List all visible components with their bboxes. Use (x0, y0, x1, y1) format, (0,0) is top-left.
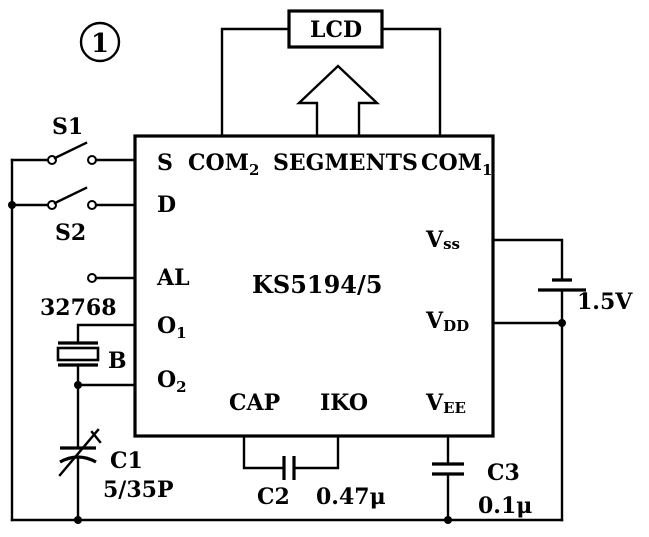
pin-o2: O (157, 367, 176, 393)
figure-number: 1 (91, 29, 109, 59)
pin-cap: CAP (229, 390, 280, 416)
o1-wire (76, 323, 137, 345)
vss-wire (491, 238, 564, 282)
junction-dot (74, 381, 82, 389)
junction-dot (558, 319, 566, 327)
s1-blade (53, 141, 88, 160)
pin-al: AL (156, 265, 190, 291)
pin-segments: SEGMENTS (273, 150, 418, 176)
c2-wire-right (292, 434, 340, 470)
svg-text:COM1: COM1 (421, 150, 492, 179)
ic-name: KS5194/5 (252, 270, 382, 299)
s2-label: S2 (55, 220, 86, 246)
com2-wire (220, 27, 291, 138)
pin-vss-sub: ss (443, 235, 460, 253)
crystal-body (56, 346, 100, 362)
battery-voltage: 1.5V (577, 289, 633, 315)
ic-body (133, 134, 495, 438)
c1-value: 5/35P (103, 477, 174, 503)
pin-vdd-sub: DD (443, 317, 469, 335)
segment-bus-arrow (295, 64, 381, 138)
pin-com2: COM (188, 150, 249, 176)
svg-text:O2: O2 (157, 367, 187, 396)
crystal-frequency: 32768 (40, 295, 117, 321)
svg-text:Vss: Vss (425, 227, 460, 253)
svg-text:COM2: COM2 (188, 150, 259, 179)
pin-vee-sub: EE (443, 399, 466, 417)
pin-s: S (157, 150, 173, 176)
pin-vdd: V (425, 308, 444, 334)
pin-com1: COM (421, 150, 482, 176)
c3-label: C3 (487, 460, 520, 486)
c1-trim-line (58, 428, 100, 477)
s2-blade (53, 186, 88, 205)
lcd-label: LCD (310, 17, 362, 43)
c1-label: C1 (110, 448, 143, 474)
pin-com1-sub: 1 (482, 161, 492, 179)
c2-label: C2 (257, 484, 290, 510)
svg-text:VDD: VDD (425, 308, 469, 335)
pin-o1-sub: 1 (176, 324, 186, 342)
svg-text:VEE: VEE (425, 390, 466, 417)
svg-text:O1: O1 (157, 313, 187, 342)
com1-wire (380, 27, 442, 138)
c2-wire-left (242, 434, 286, 470)
c1-trim-tick (90, 430, 102, 444)
pin-com2-sub: 2 (249, 161, 259, 179)
pin-o2-sub: 2 (176, 378, 186, 396)
pin-iko: IKO (320, 390, 368, 416)
figure-number-circle (79, 21, 121, 63)
c2-value: 0.47μ (316, 484, 386, 510)
crystal-ref: B (108, 348, 127, 374)
pin-vss: V (425, 227, 444, 253)
s1-label: S1 (52, 114, 83, 140)
pin-vee: V (425, 390, 444, 416)
c3-value: 0.1μ (478, 493, 532, 519)
pin-d: D (157, 192, 176, 218)
pin-o1: O (157, 313, 176, 339)
